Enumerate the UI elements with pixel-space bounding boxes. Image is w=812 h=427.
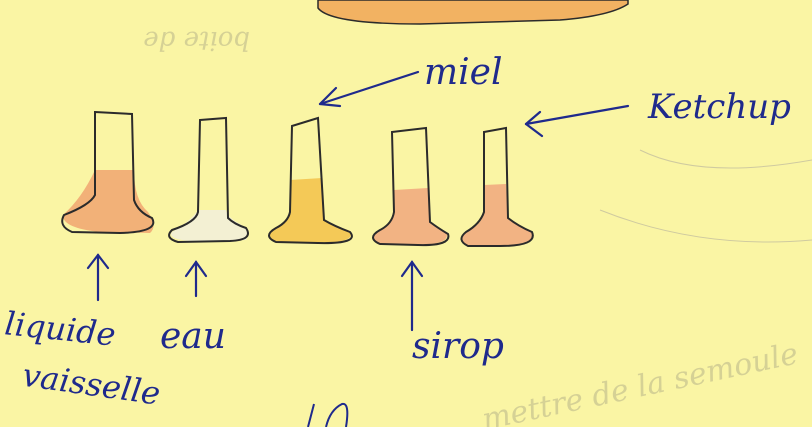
label-sirop: sirop xyxy=(412,326,504,367)
label-eau: eau xyxy=(160,316,226,357)
bleed-through-top-text: boite de xyxy=(143,25,250,55)
label-miel: miel xyxy=(424,52,502,93)
label-ketchup: Ketchup xyxy=(647,87,791,127)
